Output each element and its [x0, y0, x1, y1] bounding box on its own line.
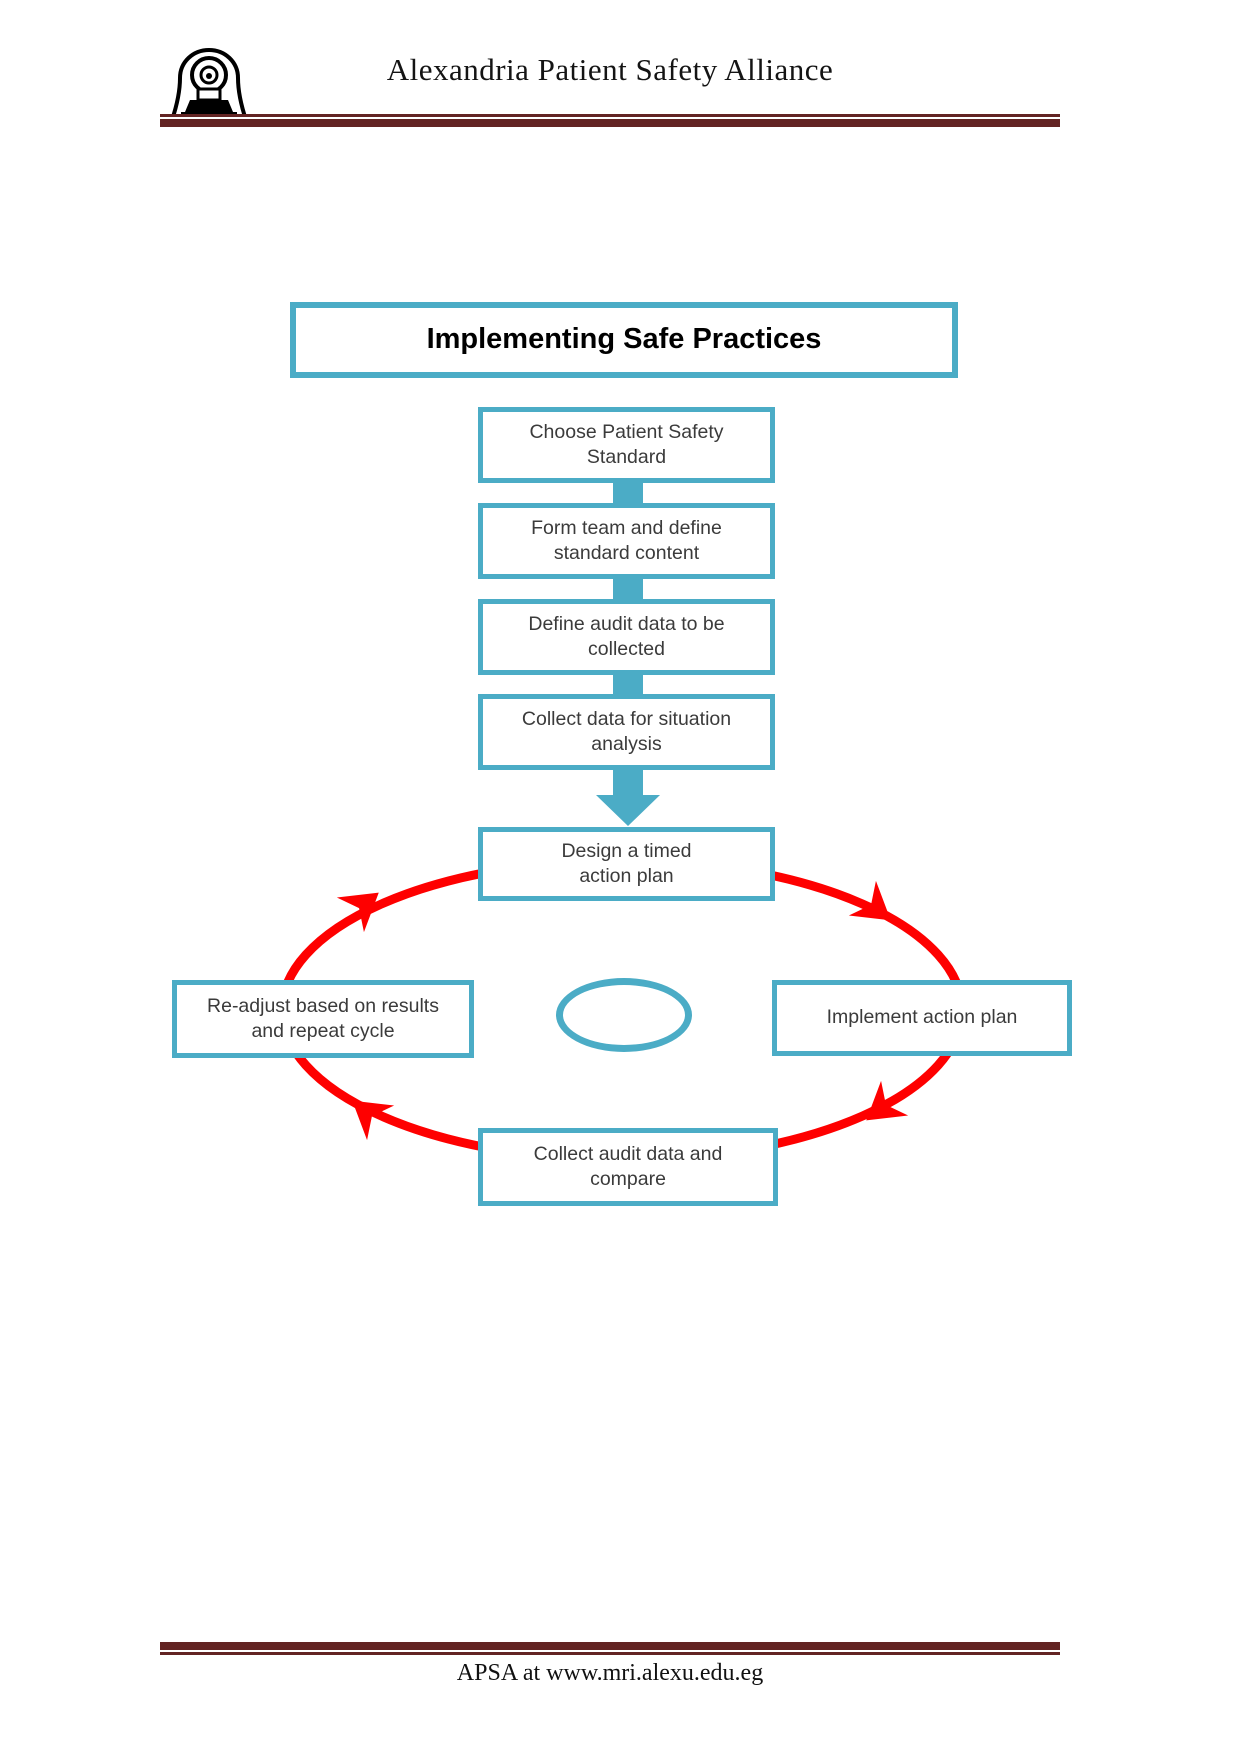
footer-rule — [160, 1642, 1060, 1655]
center-ellipse — [556, 978, 692, 1052]
cycle-arrowhead-bottom-right — [866, 1080, 909, 1121]
cycle-step-label: Implement action plan — [826, 1006, 1018, 1029]
page-header-title: Alexandria Patient Safety Alliance — [386, 52, 834, 87]
down-arrow-icon — [596, 768, 660, 826]
flow-connector — [613, 481, 643, 505]
cycle-step-collect-audit-data: Collect audit data and compare — [478, 1128, 778, 1206]
flow-step-form-team: Form team and define standard content — [478, 503, 775, 579]
header-rule — [160, 114, 1060, 127]
flow-connector — [613, 577, 643, 601]
cycle-arrowhead-top-right — [848, 880, 891, 921]
flow-step-collect-data: Collect data for situation analysis — [478, 694, 775, 770]
flow-step-define-audit-data: Define audit data to be collected — [478, 599, 775, 675]
diagram-title: Implementing Safe Practices — [290, 302, 958, 378]
footer-text: APSA at www.mri.alexu.edu.eg — [456, 1660, 764, 1686]
cycle-step-label: Re-adjust based on results and repeat cy… — [207, 994, 439, 1042]
flow-step-label: Define audit data to be collected — [528, 612, 725, 660]
cycle-step-readjust: Re-adjust based on results and repeat cy… — [172, 980, 474, 1058]
cycle-arrowhead-top-left — [336, 892, 379, 933]
cycle-step-design-plan: Design a timed action plan — [478, 827, 775, 901]
cycle-step-implement-plan: Implement action plan — [772, 980, 1072, 1056]
flow-step-label: Form team and define standard content — [531, 516, 722, 564]
cycle-step-label: Design a timed action plan — [561, 839, 692, 887]
flow-step-choose-standard: Choose Patient Safety Standard — [478, 407, 775, 483]
flow-connector — [613, 673, 643, 696]
flow-step-label: Collect data for situation analysis — [521, 707, 732, 755]
cycle-arrowhead-bottom-left — [352, 1100, 395, 1141]
flow-step-label: Choose Patient Safety Standard — [529, 420, 724, 468]
cycle-step-label: Collect audit data and compare — [533, 1142, 723, 1190]
